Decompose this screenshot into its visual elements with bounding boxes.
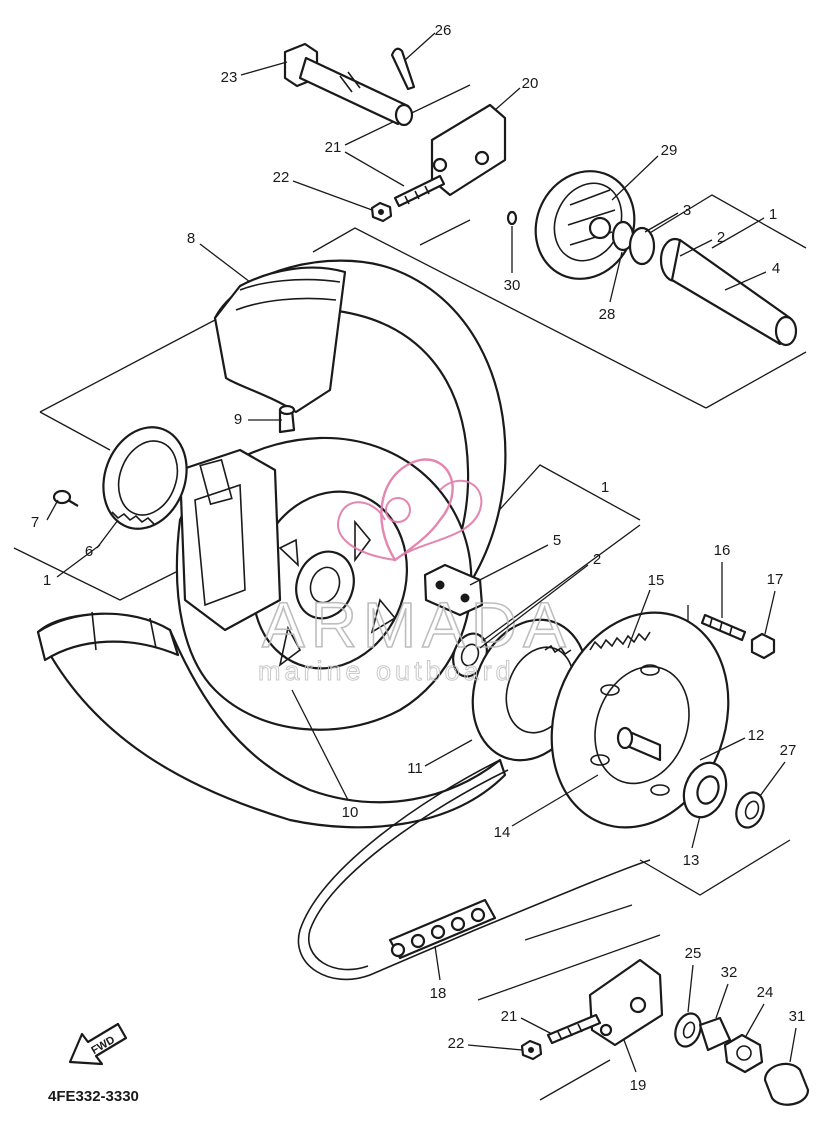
sprocket-nut: [750, 632, 776, 660]
rear-tire: [213, 259, 507, 642]
callout-22: 22: [448, 1035, 465, 1052]
callout-30: 30: [504, 277, 521, 294]
chain-puller-lower: [588, 958, 664, 1047]
callout-20: 20: [522, 75, 539, 92]
adjusting-bolt-upper: [393, 174, 446, 208]
callout-1: 1: [601, 479, 609, 496]
axle-cap: [763, 1062, 810, 1106]
callout-2: 2: [717, 229, 725, 246]
locking-plate: [698, 1016, 732, 1052]
rear-axle-bolt: [283, 42, 414, 127]
callout-12: 12: [748, 727, 765, 744]
callout-5: 5: [553, 532, 561, 549]
callout-24: 24: [757, 984, 774, 1001]
oil-seal: [682, 761, 728, 819]
axle-and-bearings: [506, 210, 798, 347]
callout-3: 3: [683, 202, 691, 219]
forward-arrow: FWD: [68, 1022, 128, 1066]
callout-4: 4: [772, 260, 780, 277]
brake-shoe-plate: [534, 170, 636, 280]
clutch-hub-gear: [102, 426, 188, 530]
callout-17: 17: [767, 571, 784, 588]
cotter-pin: [390, 47, 416, 91]
callout-11: 11: [407, 760, 423, 777]
callout-27: 27: [780, 742, 797, 759]
callout-1: 1: [43, 572, 51, 589]
callout-31: 31: [789, 1008, 806, 1025]
axle-nut: [723, 1033, 764, 1074]
sprocket-collar: [616, 726, 662, 762]
callout-14: 14: [494, 824, 511, 841]
rear-sprocket: [550, 611, 730, 829]
drive-chain: [297, 759, 651, 981]
callout-29: 29: [661, 142, 678, 159]
watermark-brand: ARMADA: [262, 589, 572, 661]
watermark: ARMADA marine outboard: [258, 458, 572, 687]
watermark-logo-icon: [337, 458, 483, 562]
callout-19: 19: [630, 1077, 647, 1094]
rear-tire-lower: [36, 611, 507, 829]
callout-22: 22: [273, 169, 290, 186]
callout-16: 16: [714, 542, 731, 559]
screw: [52, 489, 79, 507]
axle-washer: [674, 1012, 702, 1048]
bearing-holder: [423, 563, 484, 617]
callout-21: 21: [325, 139, 342, 156]
callout-8: 8: [187, 230, 195, 247]
valve-stem: [278, 404, 296, 434]
callout-32: 32: [721, 964, 738, 981]
wheel-hub-body: [178, 448, 282, 632]
callout-2: 2: [593, 551, 601, 568]
callout-1: 1: [769, 206, 777, 223]
callout-6: 6: [85, 543, 93, 560]
watermark-tagline: marine outboard: [258, 656, 515, 686]
callout-26: 26: [435, 22, 452, 39]
collar: [735, 791, 765, 829]
leader-lines: [46, 32, 797, 1073]
nut-lower: [520, 1039, 543, 1061]
callout-7: 7: [31, 514, 39, 531]
nut-upper: [370, 201, 393, 223]
callout-15: 15: [648, 572, 665, 589]
callout-18: 18: [430, 985, 447, 1002]
callout-28: 28: [599, 306, 616, 323]
chain-links: [388, 898, 497, 960]
callout-25: 25: [685, 945, 702, 962]
callout-21: 21: [501, 1008, 518, 1025]
sprocket-stud-bolt: [700, 613, 747, 642]
part-code: 4FE332-3330: [48, 1088, 139, 1105]
callout-23: 23: [221, 69, 238, 86]
callout-10: 10: [342, 804, 359, 821]
adjusting-bolt-lower: [546, 1013, 602, 1045]
callout-9: 9: [234, 411, 242, 428]
callout-13: 13: [683, 852, 700, 869]
